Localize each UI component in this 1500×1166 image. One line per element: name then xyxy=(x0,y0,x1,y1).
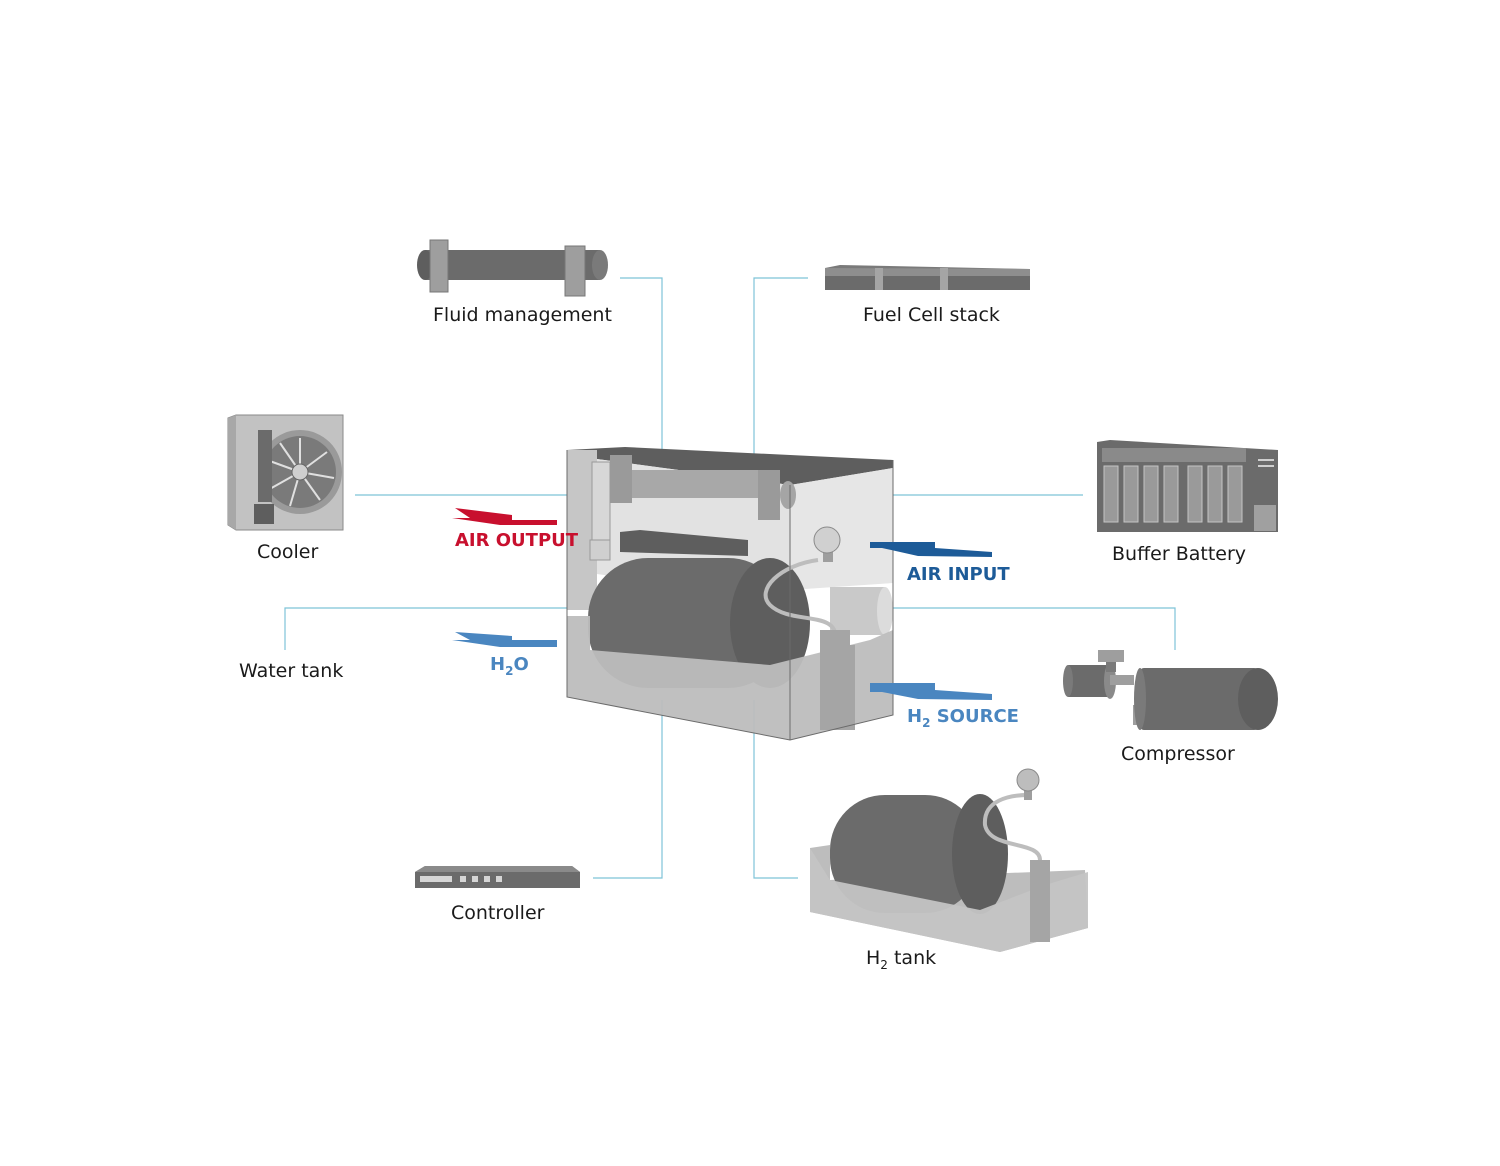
leader-line-water-tank xyxy=(284,607,575,650)
water-tank-label: Water tank xyxy=(239,660,344,682)
leader-line-h2-tank xyxy=(753,700,798,879)
cooler-icon xyxy=(227,414,344,531)
air-input-label: AIR INPUT xyxy=(907,564,1010,585)
h2o-label-sub: 2 xyxy=(505,664,514,678)
central-fuel-cell-unit xyxy=(566,447,894,741)
h2-source-label-sub: 2 xyxy=(922,716,931,730)
buffer-battery-icon xyxy=(1097,440,1278,532)
h2-tank-label-rest: tank xyxy=(887,947,937,969)
fluid-management-icon xyxy=(417,239,608,297)
cooler-label: Cooler xyxy=(257,541,319,563)
h2o-arrow xyxy=(452,632,557,647)
unit-top-face xyxy=(567,447,893,485)
leader-line-compressor xyxy=(890,607,1176,650)
leader-lines xyxy=(284,277,1176,879)
h2-tank-label-h: H xyxy=(866,947,881,969)
leader-line-controller xyxy=(593,700,663,879)
h2-source-label-rest: SOURCE xyxy=(930,706,1019,727)
controller-label: Controller xyxy=(451,902,545,924)
fuel-cell-stack-label: Fuel Cell stack xyxy=(863,304,1000,326)
h2o-label-rest: O xyxy=(513,654,529,675)
controller-icon xyxy=(415,866,580,888)
leader-line-fuel-cell-stack xyxy=(753,277,808,465)
buffer-battery-label: Buffer Battery xyxy=(1112,543,1247,565)
h2o-label-h: H xyxy=(490,654,506,675)
h2-source-label-h: H xyxy=(907,706,923,727)
air-output-label: AIR OUTPUT xyxy=(455,530,579,551)
h2-source-arrow xyxy=(870,683,992,700)
leader-line-fluid-management xyxy=(620,277,663,488)
h2o-label: H2O xyxy=(490,654,529,678)
h2-source-label: H2 SOURCE xyxy=(907,706,1019,730)
fluid-management-label: Fluid management xyxy=(433,304,612,326)
compressor-icon xyxy=(1063,650,1278,730)
air-output-arrow xyxy=(452,508,557,525)
h2-tank-label: H2 tank xyxy=(866,947,937,972)
h2-tank-label-sub: 2 xyxy=(880,958,888,972)
compressor-label: Compressor xyxy=(1121,743,1235,765)
h2-tank-icon xyxy=(810,768,1088,952)
air-input-arrow xyxy=(870,542,992,557)
fuel-cell-stack-icon xyxy=(825,265,1030,290)
